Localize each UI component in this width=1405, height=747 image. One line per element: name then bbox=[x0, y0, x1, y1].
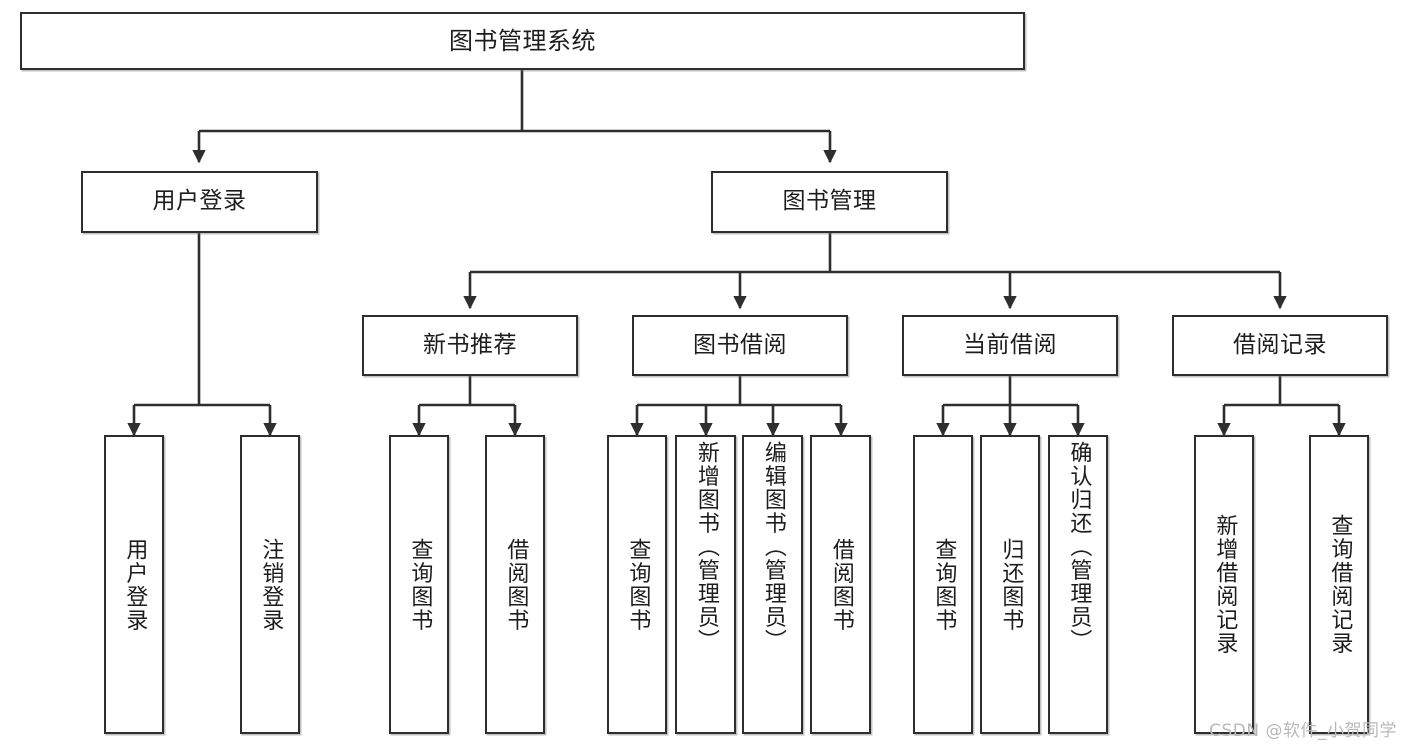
node-current-borrow-label: 当前借阅 bbox=[963, 331, 1057, 358]
leaf-book-borrow-add[interactable]: 新增图书（管理员） bbox=[675, 435, 736, 734]
leaf-book-borrow-add-label: 新增图书（管理员） bbox=[693, 441, 719, 653]
node-borrow-record[interactable]: 借阅记录 bbox=[1172, 315, 1388, 376]
leaf-book-borrow-borrow[interactable]: 借阅图书 bbox=[810, 435, 871, 734]
leaf-current-borrow-query-label: 查询图书 bbox=[931, 537, 957, 632]
node-root[interactable]: 图书管理系统 bbox=[20, 12, 1025, 70]
node-user-login[interactable]: 用户登录 bbox=[81, 171, 318, 233]
leaf-borrow-record-add[interactable]: 新增借阅记录 bbox=[1194, 435, 1254, 734]
leaf-user-login-signout-label: 注销登录 bbox=[258, 537, 284, 632]
leaf-current-borrow-confirm[interactable]: 确认归还（管理员） bbox=[1048, 435, 1108, 734]
leaf-new-book-query-label: 查询图书 bbox=[407, 537, 433, 632]
node-user-login-label: 用户登录 bbox=[152, 188, 247, 215]
leaf-current-borrow-return[interactable]: 归还图书 bbox=[980, 435, 1040, 734]
leaf-new-book-query[interactable]: 查询图书 bbox=[389, 435, 449, 734]
leaf-current-borrow-return-label: 归还图书 bbox=[998, 537, 1024, 632]
leaf-book-borrow-query-label: 查询图书 bbox=[625, 537, 651, 632]
node-root-label: 图书管理系统 bbox=[449, 26, 596, 55]
leaf-current-borrow-confirm-label: 确认归还（管理员） bbox=[1066, 441, 1092, 653]
node-new-book-recommend-label: 新书推荐 bbox=[423, 331, 517, 358]
leaf-book-borrow-borrow-label: 借阅图书 bbox=[828, 537, 854, 632]
watermark-text: CSDN @软件_小贺同学 bbox=[1209, 721, 1397, 741]
node-current-borrow[interactable]: 当前借阅 bbox=[902, 315, 1118, 376]
node-new-book-recommend[interactable]: 新书推荐 bbox=[362, 315, 578, 376]
leaf-book-borrow-edit-label: 编辑图书（管理员） bbox=[760, 441, 786, 653]
leaf-user-login-signout[interactable]: 注销登录 bbox=[240, 435, 300, 734]
leaf-book-borrow-query[interactable]: 查询图书 bbox=[607, 435, 667, 734]
leaf-borrow-record-add-label: 新增借阅记录 bbox=[1212, 514, 1238, 655]
leaf-user-login-signin-label: 用户登录 bbox=[122, 537, 148, 632]
node-book-borrow-label: 图书借阅 bbox=[693, 331, 787, 358]
leaf-borrow-record-query[interactable]: 查询借阅记录 bbox=[1309, 435, 1369, 734]
leaf-current-borrow-query[interactable]: 查询图书 bbox=[913, 435, 973, 734]
node-book-borrow[interactable]: 图书借阅 bbox=[632, 315, 848, 376]
node-book-management-label: 图书管理 bbox=[782, 188, 877, 215]
leaf-new-book-borrow-label: 借阅图书 bbox=[503, 537, 529, 632]
leaf-user-login-signin[interactable]: 用户登录 bbox=[104, 435, 164, 734]
leaf-book-borrow-edit[interactable]: 编辑图书（管理员） bbox=[742, 435, 803, 734]
node-book-management[interactable]: 图书管理 bbox=[711, 171, 948, 233]
leaf-new-book-borrow[interactable]: 借阅图书 bbox=[485, 435, 545, 734]
leaf-borrow-record-query-label: 查询借阅记录 bbox=[1327, 514, 1353, 655]
node-borrow-record-label: 借阅记录 bbox=[1233, 331, 1327, 358]
